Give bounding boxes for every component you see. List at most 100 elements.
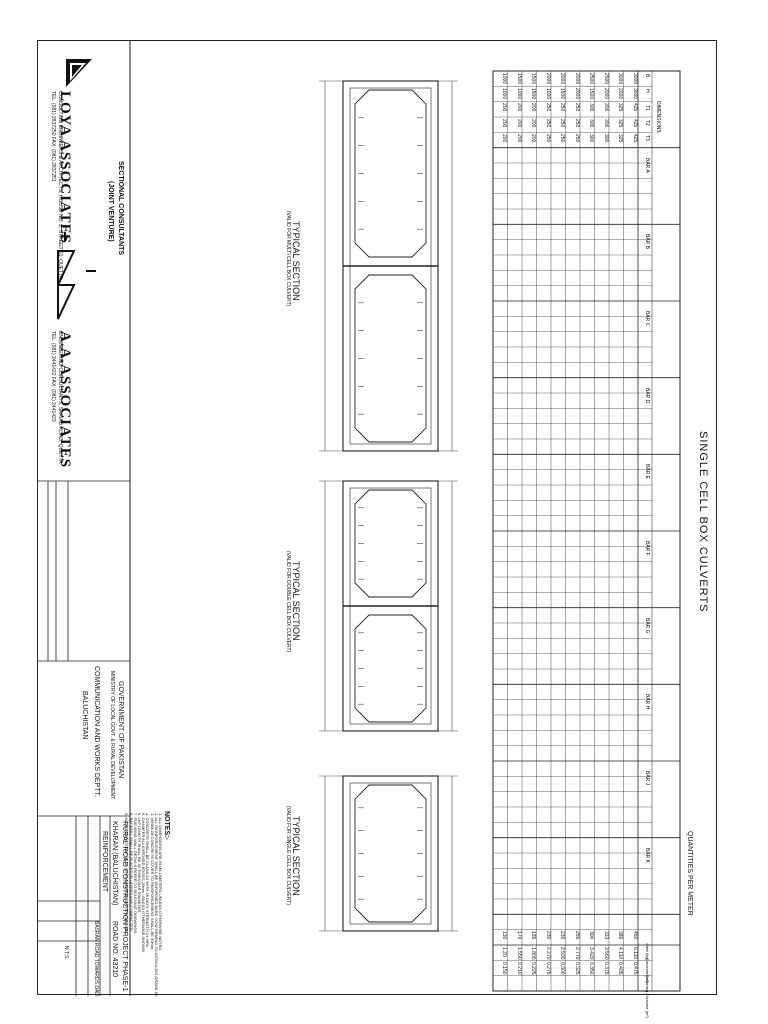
quantity-cell: 135	[530, 931, 536, 940]
firm2-tel: TEL: (081) 2441422 FAX: (081) 2441423	[50, 331, 56, 422]
table-cell: 2500	[602, 72, 609, 84]
quantity-cell: 6.110	[631, 946, 638, 959]
quantity-cell: 0.300	[559, 961, 565, 975]
aa-logo-icon	[57, 250, 96, 320]
dim-col-header: T1	[644, 104, 650, 111]
table-cell: 2500	[588, 72, 594, 84]
table-cell: 325	[617, 133, 623, 143]
quantity-cell: 1.800	[530, 946, 536, 960]
quantity-cell: 1.20	[501, 946, 507, 957]
table-cell: 2000	[559, 72, 565, 84]
cell-haunch-outline	[354, 784, 427, 923]
drawing-title: REINFORCEMENT	[101, 831, 108, 893]
table-cell: 250	[573, 118, 580, 127]
table-cell: 425	[631, 103, 638, 112]
table-cell: 1500	[588, 87, 594, 99]
bar-group-header: BAR F	[644, 541, 650, 556]
consultant-heading: SECTIONAL CONSULTANTS	[117, 161, 124, 256]
bar-group-header: BAR G	[644, 617, 650, 634]
client-line1: GOVERNMENT OF PAKISTAN	[117, 681, 124, 779]
dimensions-header: DIMENSIONS	[655, 101, 661, 133]
quantity-cell: 0.405	[617, 961, 623, 975]
cell-haunch-outline	[354, 89, 427, 258]
section-subtitle-double: (VALID FOR DOUBLE CELL BOX CULVERT)	[285, 551, 291, 653]
quantity-cell: 4.110	[617, 946, 623, 959]
quantity-cell: 3.420	[588, 946, 594, 960]
firm1-address: CONSULTING ENGINEERS & ARCHITECTS, HOUSE…	[57, 91, 63, 280]
bar-group-header: BAR K	[644, 847, 650, 863]
loya-logo-icon	[66, 59, 92, 87]
table-cell: 200	[501, 118, 507, 127]
cell-haunch-outline	[354, 614, 427, 723]
quantity-cell: 1.550	[515, 946, 522, 960]
table-cell: 1000	[544, 87, 551, 99]
culvert-sections	[319, 80, 458, 932]
road-name: BASRAN ROAD TOWARDS DALI	[93, 921, 99, 997]
quantity-cell: 0.325	[573, 961, 580, 975]
table-cell: 3000	[617, 72, 623, 84]
table-cell: 250	[544, 133, 551, 143]
consultant-subheading: (JOINT VENTURE)	[107, 181, 114, 242]
bar-group-header: BAR E	[644, 464, 650, 480]
quantity-cell: 2.270	[544, 946, 551, 960]
table-cell: 200	[530, 103, 536, 112]
quantity-cell: 0.375	[602, 961, 609, 975]
dim-col-header: B	[644, 74, 650, 78]
table-cell: 325	[617, 103, 623, 112]
quantity-cell: 450	[631, 931, 638, 940]
table-cell: 3000	[631, 87, 638, 99]
section-title-multi: TYPICAL SECTION	[291, 221, 301, 301]
table-cell: 1500	[530, 72, 536, 84]
firm1-tel: TEL: (081) 2837250 FAX: (081) 2837251	[50, 91, 56, 182]
table-cell: 2000	[617, 87, 623, 99]
dim-col-header: T2	[644, 120, 650, 126]
quantity-cell: 3.560	[602, 946, 609, 960]
quantities-header: QUANTITIES PER METER	[686, 831, 693, 916]
bar-group-header: BAR C	[644, 311, 650, 327]
single-cell-section	[319, 775, 458, 932]
bar-group-header: BAR D	[644, 387, 650, 403]
drawing-canvas	[38, 41, 681, 996]
bar-group-header: BAR H	[644, 694, 650, 710]
table-cell: 2000	[573, 72, 580, 84]
table-cell: 425	[631, 133, 638, 143]
cell-haunch-outline	[354, 489, 427, 598]
quantity-cell: 255	[573, 931, 580, 940]
table-cell: 1000	[501, 72, 507, 84]
note-item: 8. BACKFILL SHALL BE PLACED IN LAYERS AN…	[128, 813, 134, 932]
quantity-cell: 130	[501, 931, 507, 940]
section-title-single: TYPICAL SECTION	[291, 816, 301, 896]
quantity-cell: 300	[588, 931, 594, 940]
table-cell: 3000	[631, 72, 638, 84]
dim-col-header: T3	[644, 135, 650, 142]
table-cell: 250	[544, 118, 551, 127]
table-cell: 2000	[602, 87, 609, 99]
table-cell: 250	[573, 103, 580, 112]
client-line2: MINISTRY OF LOCAL GOVT. & RURAL DEVELOPM…	[109, 671, 115, 800]
quantity-cell: 2.770	[573, 946, 580, 960]
table-cell: 200	[530, 118, 536, 127]
section-title-double: TYPICAL SECTION	[291, 561, 301, 641]
table-cell: 300	[602, 103, 609, 112]
section-subtitle-single: (VALID FOR SINGLE CELL BOX CULVERT)	[285, 806, 291, 906]
quantity-cell: 230	[544, 931, 551, 940]
quantity-cell: 380	[617, 931, 623, 940]
table-title: SINGLE CELL BOX CULVERTS	[697, 431, 709, 613]
cell-haunch-outline	[354, 274, 427, 443]
table-cell: 1500	[530, 87, 536, 99]
project-road-no: ROAD NO. 43210	[111, 921, 118, 978]
table-cell: 300	[588, 118, 594, 127]
multi-cell-section	[319, 80, 458, 452]
quantity-cell: 0.210	[515, 961, 522, 975]
project-line2: KHARAN (BALUCHISTAN)	[111, 821, 118, 906]
quantity-cell: 230	[559, 931, 565, 940]
table-cell: 1000	[501, 87, 507, 99]
bar-group-header: BAR J	[644, 771, 650, 786]
table-cell: 250	[544, 103, 551, 112]
firm2-address: ENGINEERING CONSULTANTS, SARIAB ROAD, QU…	[57, 331, 63, 464]
quantity-cell: 0.475	[631, 961, 638, 975]
quantity-cell: 170	[515, 931, 522, 940]
table-cell: 200	[515, 103, 522, 112]
table-cell: 200	[501, 103, 507, 112]
quantity-cell: 0.225	[530, 961, 536, 975]
